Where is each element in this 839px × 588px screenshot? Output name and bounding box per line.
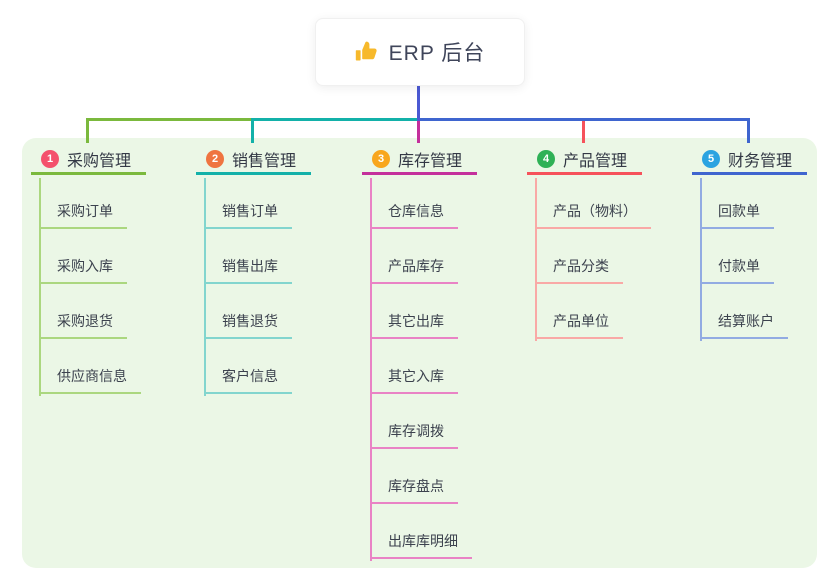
branch-drop-line xyxy=(582,121,585,143)
topic-node[interactable]: 4 产品管理 xyxy=(527,146,642,175)
child-node[interactable]: 采购退货 xyxy=(39,311,127,339)
child-node[interactable]: 产品单位 xyxy=(535,311,623,339)
branch-trunk-line xyxy=(204,178,206,396)
branch-drop-line xyxy=(417,121,420,143)
child-node[interactable]: 供应商信息 xyxy=(39,366,141,394)
topic-number-badge: 5 xyxy=(702,150,720,168)
branch-trunk-line xyxy=(39,178,41,396)
topic-number-badge: 2 xyxy=(206,150,224,168)
topic-node[interactable]: 5 财务管理 xyxy=(692,146,807,175)
child-node[interactable]: 销售出库 xyxy=(204,256,292,284)
topic-number-badge: 1 xyxy=(41,150,59,168)
topic-node[interactable]: 3 库存管理 xyxy=(362,146,477,175)
child-node[interactable]: 采购订单 xyxy=(39,201,127,229)
background-panel xyxy=(22,138,817,568)
branch-drop-line xyxy=(86,118,89,143)
branch-drop-line xyxy=(747,118,750,143)
child-node[interactable]: 产品分类 xyxy=(535,256,623,284)
root-node[interactable]: ERP 后台 xyxy=(315,18,525,86)
branch-trunk-line xyxy=(370,178,372,561)
child-node[interactable]: 其它入库 xyxy=(370,366,458,394)
branch-1: 1 采购管理 采购订单采购入库采购退货供应商信息 xyxy=(31,146,171,396)
root-title: ERP 后台 xyxy=(388,42,486,65)
child-node[interactable]: 客户信息 xyxy=(204,366,292,394)
topic-label: 产品管理 xyxy=(563,153,628,170)
thumbs-up-icon xyxy=(355,40,379,64)
child-node[interactable]: 采购入库 xyxy=(39,256,127,284)
topic-number-badge: 3 xyxy=(372,150,390,168)
root-connector-line xyxy=(417,83,420,121)
branch-3: 3 库存管理 仓库信息产品库存其它出库其它入库库存调拨库存盘点出库库明细 xyxy=(362,146,502,561)
child-node[interactable]: 其它出库 xyxy=(370,311,458,339)
branch-4: 4 产品管理 产品（物料） 产品分类产品单位 xyxy=(527,146,667,341)
child-node[interactable]: 付款单 xyxy=(700,256,774,284)
child-node[interactable]: 销售订单 xyxy=(204,201,292,229)
topic-label: 采购管理 xyxy=(67,153,132,170)
branch-2: 2 销售管理 销售订单销售出库销售退货客户信息 xyxy=(196,146,336,396)
branch-5: 5 财务管理 回款单付款单结算账户 xyxy=(692,146,832,341)
bus-segment xyxy=(87,118,253,121)
topic-node[interactable]: 1 采购管理 xyxy=(31,146,146,175)
branch-drop-line xyxy=(251,118,254,143)
child-node[interactable]: 结算账户 xyxy=(700,311,788,339)
topic-label: 财务管理 xyxy=(728,153,793,170)
topic-node[interactable]: 2 销售管理 xyxy=(196,146,311,175)
child-node[interactable]: 回款单 xyxy=(700,201,774,229)
child-node[interactable]: 销售退货 xyxy=(204,311,292,339)
branch-trunk-line xyxy=(535,178,537,341)
child-node[interactable]: 产品（物料） xyxy=(535,201,651,229)
child-node[interactable]: 仓库信息 xyxy=(370,201,458,229)
topic-label: 销售管理 xyxy=(232,153,297,170)
topic-label: 库存管理 xyxy=(398,153,463,170)
child-node[interactable]: 库存盘点 xyxy=(370,476,458,504)
bus-segment xyxy=(252,118,419,121)
child-node[interactable]: 产品库存 xyxy=(370,256,458,284)
topic-number-badge: 4 xyxy=(537,150,555,168)
bus-segment xyxy=(417,118,749,121)
branch-trunk-line xyxy=(700,178,702,341)
child-node[interactable]: 库存调拨 xyxy=(370,421,458,449)
child-node[interactable]: 出库库明细 xyxy=(370,531,472,559)
